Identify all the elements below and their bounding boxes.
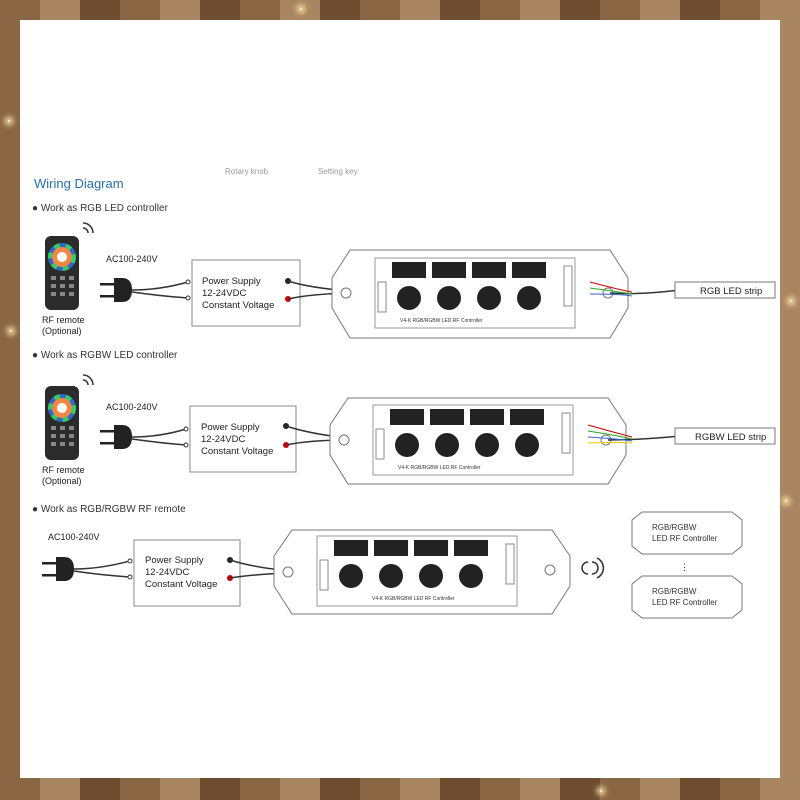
remote-label: RF remote [42,315,85,325]
psu-line-1: Power Supply [202,276,261,287]
psu-line-3: Constant Voltage [201,446,273,457]
plug-icon [100,425,189,449]
strip-label: RGB LED strip [700,286,762,297]
sparkle [8,120,10,122]
psu-line-1: Power Supply [145,555,204,566]
plug-icon [42,557,133,581]
section-heading: ● Work as RGB LED controller [32,203,169,214]
power-supply-box [133,539,241,607]
wire [589,293,633,297]
ac-label: AC100-240V [106,402,158,412]
section-heading: ● Work as RGBW LED controller [32,350,178,361]
remote-label: RF remote [42,465,85,475]
receiver-line-1: RGB/RGBW [652,523,697,532]
sparkle [790,300,792,302]
wire [587,424,633,438]
wire [589,287,633,295]
signal-icon [82,222,94,234]
wiring-diagram: Rotary knob Setting key Wiring Diagram ●… [32,167,776,619]
section-rgbw: ● Work as RGBW LED controller RF remote … [32,350,776,486]
psu-line-2: 12-24VDC [201,434,245,445]
controller-model-label: V4-K RGB/RGBW LED RF Controller [398,465,481,471]
power-supply-box [191,259,301,327]
psu-line-3: Constant Voltage [145,579,217,590]
diagram-title: Wiring Diagram [34,176,124,191]
remote-optional-label: (Optional) [42,326,82,336]
wire [587,442,633,444]
ellipsis: ⋮ [680,562,689,572]
signal-icon [82,374,94,386]
receiver-controller: RGB/RGBW LED RF Controller [631,511,743,555]
psu-line-3: Constant Voltage [202,300,274,311]
wire [587,430,633,440]
sparkle [10,330,12,332]
wire [587,436,633,442]
strip-label: RGBW LED strip [695,432,766,443]
psu-line-2: 12-24VDC [145,567,189,578]
remote-optional-label: (Optional) [42,476,82,486]
ac-label: AC100-240V [106,254,158,264]
receiver-line-2: LED RF Controller [652,598,718,607]
controller-model-label: V4-K RGB/RGBW LED RF Controller [400,318,483,324]
section-rf-remote: ● Work as RGB/RGBW RF remote AC100-240V … [32,504,743,619]
rgb-led-strip [674,281,776,299]
section-rgb: ● Work as RGB LED controller RF remote (… [32,203,776,339]
psu-line-1: Power Supply [201,422,260,433]
controller-model-label: V4-K RGB/RGBW LED RF Controller [372,596,455,602]
power-supply-box [189,405,297,473]
receiver-line-1: RGB/RGBW [652,587,697,596]
sparkle [785,500,787,502]
receiver-controller: RGB/RGBW LED RF Controller [631,575,743,619]
receiver-line-2: LED RF Controller [652,534,718,543]
wireless-signal-icon [581,557,605,579]
rgbw-led-strip [674,427,776,445]
rf-remote-icon [45,236,79,310]
ac-label: AC100-240V [48,532,100,542]
section-heading: ● Work as RGB/RGBW RF remote [32,504,186,515]
header-fragment-right: Setting key [318,167,358,176]
v4k-controller: V4-K RGB/RGBW LED RF Controller [273,529,571,615]
wiring-diagram-canvas: Rotary knob Setting key Wiring Diagram ●… [20,20,780,778]
v4k-controller: V4-K RGB/RGBW LED RF Controller [329,397,627,485]
v4k-controller: V4-K RGB/RGBW LED RF Controller [331,249,629,339]
header-fragment-left: Rotary knob [225,167,269,176]
psu-line-2: 12-24VDC [202,288,246,299]
rf-remote-icon [45,386,79,460]
wire [607,435,681,441]
wire [589,281,633,293]
plug-icon [100,278,191,302]
wire [609,289,681,295]
sparkle [300,8,302,10]
sparkle [600,790,602,792]
